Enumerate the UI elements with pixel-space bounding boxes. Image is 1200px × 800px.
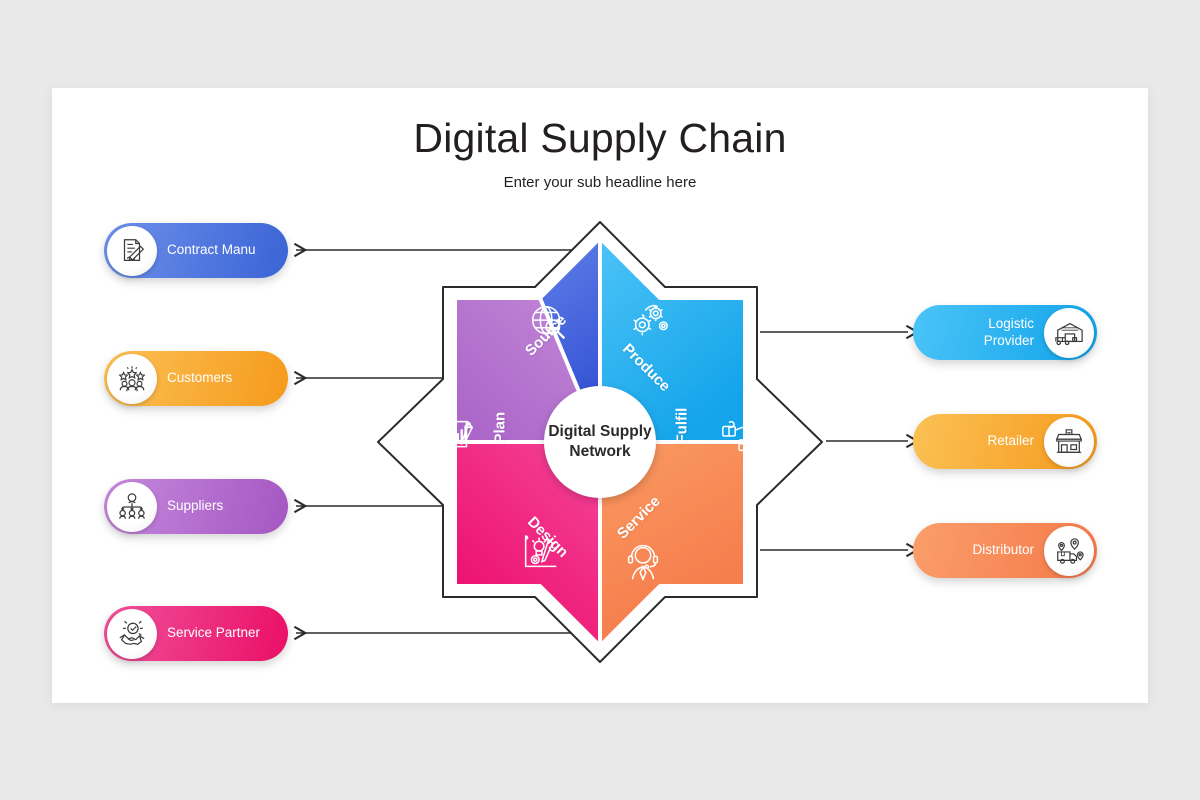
page-subtitle: Enter your sub headline here [503,174,697,191]
pill-label-line2: Provider [983,332,1034,348]
pill-service-partner[interactable]: Service Partner [104,606,288,661]
design-board-icon [518,528,564,574]
delivery-route-icon [1044,525,1094,576]
pill-contract-manu[interactable]: Contract Manu [104,223,288,278]
handshake-check-icon [107,608,157,659]
pill-label-line1: Logistic [988,316,1034,332]
org-chart-icon [107,481,157,532]
warehouse-truck-icon [1044,307,1094,358]
pill-label: Suppliers [167,498,224,514]
gears-icon [626,298,672,344]
storefront-icon [1044,416,1094,467]
svg-text:$: $ [754,444,758,451]
pill-label: Distributor [972,542,1034,558]
order-fulfil-icon: $ [718,414,764,460]
hub-label-line1: Digital Supply [548,422,652,440]
pill-label: Retailer [987,433,1034,449]
pill-label: Contract Manu [167,242,256,258]
pill-customers[interactable]: Customers [104,351,288,406]
pill-retailer[interactable]: Retailer [913,414,1097,469]
segment-label-plan: Plan [491,411,509,444]
hub-label-line2: Network [569,443,631,460]
pill-label: Logistic Provider [984,316,1034,348]
pill-label: Customers [167,370,233,386]
pill-label: Service Partner [167,625,261,641]
hub-center: Digital Supply Network [544,386,656,498]
customer-rating-icon [107,353,157,404]
pill-suppliers[interactable]: Suppliers [104,479,288,534]
pill-distributor[interactable]: Distributor [913,523,1097,578]
segment-plan[interactable] [392,296,602,494]
globe-search-icon [526,300,572,346]
contract-signature-icon [107,225,157,276]
segment-label-fulfil: Fulfil [673,407,691,444]
headset-agent-icon [620,538,666,584]
pill-logistic-provider[interactable]: Logistic Provider [913,305,1097,360]
page-title: Digital Supply Chain [413,115,787,161]
report-gear-icon [432,414,478,460]
